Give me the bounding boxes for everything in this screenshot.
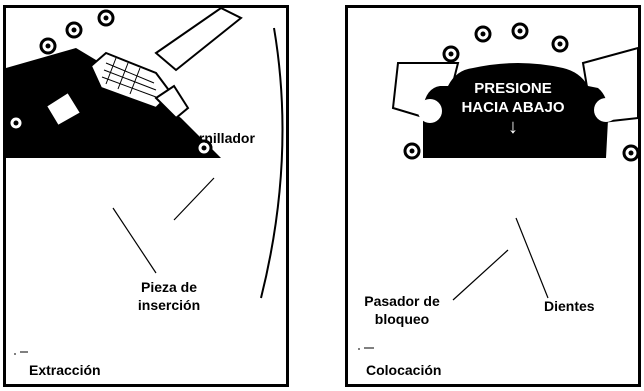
screwdriver-tip xyxy=(154,84,190,120)
screwdriver-leader xyxy=(173,177,215,221)
locking-pin-line1: Pasador de xyxy=(364,293,440,309)
cutter-head-body xyxy=(423,63,609,158)
placement-caption: Colocación xyxy=(366,362,442,378)
placement-panel: PRESIONE HACIA ABAJO ↓ Pasador de bloque… xyxy=(345,5,641,387)
locking-pin-label: Pasador de bloqueo xyxy=(350,292,454,328)
insert-leader xyxy=(112,207,157,274)
cutter-head-body xyxy=(6,48,221,158)
outer-ring-arc xyxy=(260,27,284,299)
insert-knurl xyxy=(101,57,157,98)
teeth-label: Dientes xyxy=(544,298,595,314)
locking-pin-line2: bloqueo xyxy=(374,311,430,327)
press-down-instruction: PRESIONE HACIA ABAJO ↓ xyxy=(443,79,583,137)
press-down-line2: HACIA ABAJO xyxy=(461,99,565,116)
left-notch xyxy=(418,99,442,123)
bolt-hole-centers xyxy=(13,15,207,151)
insert-label: Pieza de inserción xyxy=(137,279,201,313)
screwdriver-label: Destornillador xyxy=(160,130,255,146)
corner-ticks xyxy=(358,347,374,350)
extraction-panel: Destornillador Pieza de inserción Extrac… xyxy=(3,5,289,387)
teeth-leader xyxy=(515,217,549,299)
down-arrow-icon: ↓ xyxy=(508,116,518,138)
screwdriver-shaft xyxy=(154,8,243,72)
locking-pin xyxy=(44,90,83,128)
placement-illustration xyxy=(358,22,638,350)
bolt-hole-centers xyxy=(409,28,634,156)
extraction-illustration xyxy=(6,8,284,355)
corner-ticks xyxy=(14,351,28,355)
extraction-caption: Extracción xyxy=(29,362,101,378)
locking-pin-leader xyxy=(452,249,509,301)
press-down-line1: PRESIONE xyxy=(474,80,552,97)
right-notch xyxy=(594,98,618,122)
